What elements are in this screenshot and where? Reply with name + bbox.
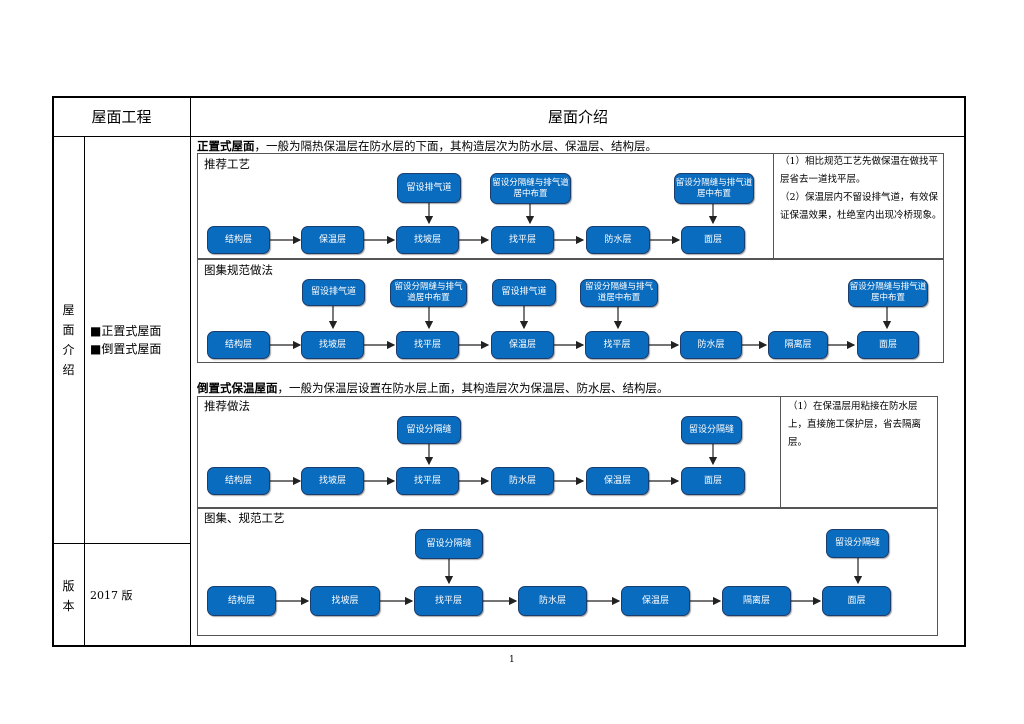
table-divider <box>53 136 965 137</box>
section-title-inverted-roof: 倒置式保温屋面，一般为保温层设置在防水层上面，其构造层次为保温层、防水层、结构层… <box>197 381 669 395</box>
list-item: ■正置式屋面 <box>90 324 162 338</box>
table-divider <box>53 543 190 544</box>
flow-step: 隔离层 <box>768 331 828 359</box>
flow-step: 找平层 <box>491 226 554 254</box>
table-divider <box>84 137 85 647</box>
panel-divider <box>780 396 781 508</box>
flow-note: 留设分隔缝与排气道居中布置 <box>390 279 467 307</box>
panel-label: 推荐工艺 <box>204 157 250 171</box>
page-number: 1 <box>509 655 515 665</box>
row-label-introduction: 屋 面 介 绍 <box>62 303 75 377</box>
flow-note: 留设排气道 <box>397 173 461 203</box>
panel-label: 推荐做法 <box>204 399 250 413</box>
flow-step: 面层 <box>681 467 745 495</box>
intro-table <box>52 96 966 647</box>
flow-note: 留设分隔缝与排气道居中布置 <box>580 279 658 307</box>
panel-atlas-standard-process <box>197 508 938 636</box>
flow-step: 找平层 <box>396 467 459 495</box>
flow-step: 防水层 <box>586 226 650 254</box>
flow-step: 面层 <box>822 586 891 616</box>
panel-label: 图集、规范工艺 <box>204 511 285 525</box>
table-divider <box>190 97 191 647</box>
flow-step: 面层 <box>857 331 919 359</box>
header-roof-introduction: 屋面介绍 <box>547 108 608 126</box>
row-label-version: 版 本 <box>62 578 75 613</box>
panel-standard-practice <box>197 259 944 363</box>
section-title-upright-roof: 正置式屋面，一般为隔热保温层在防水层的下面，其构造层次为防水层、保温层、结构层。 <box>197 139 657 153</box>
roof-type-list: ■正置式屋面 ■倒置式屋面 <box>90 322 188 358</box>
flow-step: 找坡层 <box>301 467 364 495</box>
flow-step: 防水层 <box>518 586 587 616</box>
flow-step: 找平层 <box>585 331 649 359</box>
remark-text: （1）在保温层用粘接在防水层上，直接施工保护层，省去隔离层。 <box>788 401 922 448</box>
remark-text: （1）相比规范工艺先做保温在做找平层省去一道找平层。 （2）保温层内不留设排气道… <box>780 156 942 221</box>
flow-step: 找坡层 <box>310 586 380 616</box>
flow-step: 找坡层 <box>301 331 364 359</box>
flow-step: 隔离层 <box>722 586 791 616</box>
flow-step: 找坡层 <box>396 226 459 254</box>
flow-step: 结构层 <box>207 226 270 254</box>
flow-step: 结构层 <box>207 331 270 359</box>
panel-label: 图集规范做法 <box>204 263 273 277</box>
flow-step: 保温层 <box>586 467 649 495</box>
flow-note: 留设分隔缝与排气道居中布置 <box>674 173 754 204</box>
list-item: ■倒置式屋面 <box>90 342 162 356</box>
panel-divider <box>773 153 774 259</box>
flow-step: 结构层 <box>207 586 276 616</box>
panel-recommended-process <box>197 153 944 259</box>
flow-step: 防水层 <box>680 331 742 359</box>
flow-note: 留设分隔缝与排气道居中布置 <box>848 279 928 307</box>
flow-note: 留设分隔缝 <box>415 529 483 559</box>
flow-step: 面层 <box>681 226 745 254</box>
flow-note: 留设分隔缝 <box>397 416 461 444</box>
version-value: 2017 版 <box>90 589 133 602</box>
flow-step: 找平层 <box>414 586 483 616</box>
flow-step: 结构层 <box>207 467 270 495</box>
flow-step: 保温层 <box>621 586 690 616</box>
flow-step: 找平层 <box>396 331 459 359</box>
header-roof-engineering: 屋面工程 <box>91 108 152 126</box>
flow-step: 保温层 <box>301 226 364 254</box>
flow-note: 留设分隔缝 <box>681 416 742 444</box>
panel-recommended-method <box>197 396 938 508</box>
flow-step: 防水层 <box>491 467 554 495</box>
flow-step: 保温层 <box>491 331 554 359</box>
flow-note: 留设分隔缝与排气道居中布置 <box>490 173 571 204</box>
flow-note: 留设分隔缝 <box>826 529 889 558</box>
flow-note: 留设排气道 <box>302 279 365 306</box>
flow-note: 留设排气道 <box>492 279 556 306</box>
